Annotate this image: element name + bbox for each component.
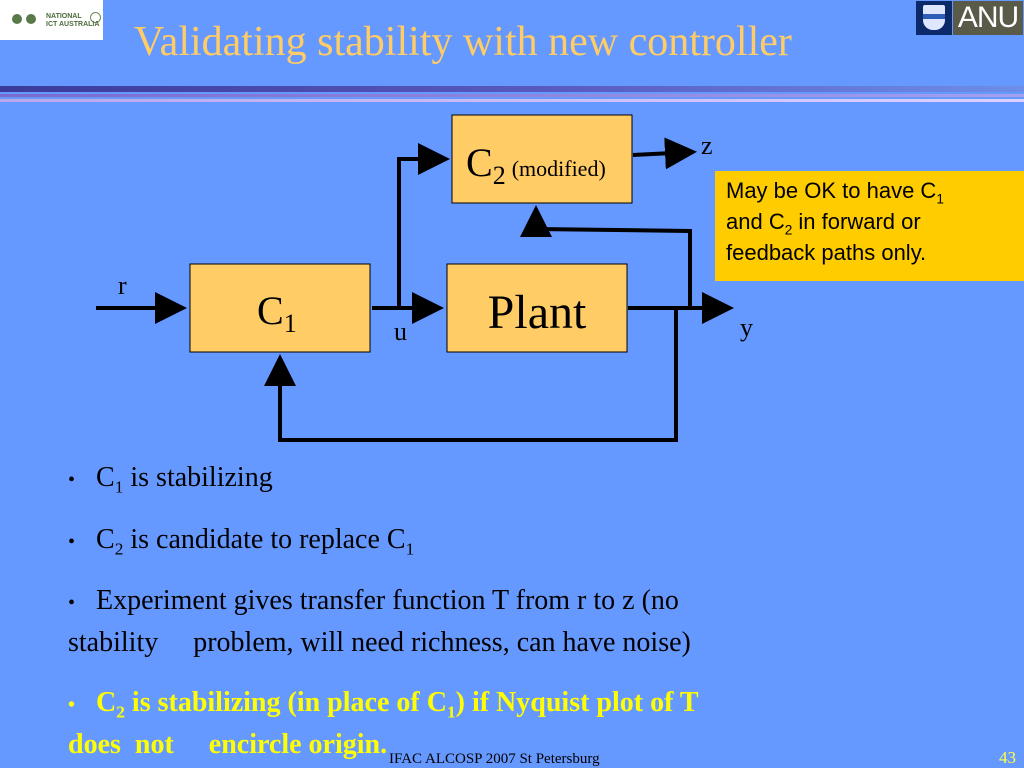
signal-u-label: u	[394, 317, 407, 346]
nicta-ring-icon	[90, 12, 101, 23]
c2-label: C	[466, 140, 493, 185]
title-rule	[0, 94, 1024, 97]
bullet-icon: •	[68, 591, 76, 614]
c2-subscript: 2	[493, 161, 506, 190]
bullet-item-highlight: •C2 is stabilizing (in place of C1) if N…	[68, 683, 699, 765]
c1-label: C	[257, 288, 284, 333]
signal-r-label: r	[118, 271, 127, 300]
note-subscript: 1	[936, 191, 944, 207]
anu-logo-text: ANU	[953, 1, 1023, 35]
note-box: May be OK to have C1 and C2 in forward o…	[715, 171, 1024, 281]
svg-text:C2(modified): C2(modified)	[466, 140, 606, 190]
page-number: 43	[999, 748, 1016, 767]
note-line-2: and C	[726, 209, 785, 234]
footer-text: IFAC ALCOSP 2007 St Petersburg	[389, 751, 600, 767]
bullet-item: •C1 is stabilizing	[68, 457, 273, 501]
nicta-line-1: NATIONAL	[46, 13, 82, 20]
nicta-dot-icon	[12, 14, 22, 24]
arrow-y-to-c2	[520, 205, 692, 308]
arrow-c2-to-z	[632, 137, 697, 170]
nicta-line-2: ICT AUSTRALIA	[46, 21, 100, 28]
note-line-2b: in forward or	[792, 209, 921, 234]
title-rule	[0, 99, 1024, 102]
plant-label: Plant	[488, 286, 587, 339]
nicta-logo: NATIONAL ICT AUSTRALIA	[0, 0, 103, 40]
svg-text:C1: C1	[257, 288, 297, 338]
plant-block	[446, 263, 628, 353]
nicta-dot-icon	[26, 14, 36, 24]
slide-title: Validating stability with new controller	[134, 19, 792, 65]
c1-block	[189, 263, 371, 353]
c2-block	[451, 114, 633, 204]
c2-modified-label: (modified)	[512, 156, 606, 181]
bullet-icon: •	[68, 468, 76, 491]
bullet-icon: •	[68, 693, 76, 716]
note-subscript: 2	[784, 222, 793, 238]
c1-subscript: 1	[284, 309, 297, 338]
bullet-item: •C2 is candidate to replace C1	[68, 519, 414, 563]
signal-y-label: y	[740, 313, 753, 342]
title-rule	[0, 86, 1024, 92]
arrow-u-to-c2	[397, 143, 450, 308]
bullet-icon: •	[68, 530, 76, 553]
bullet-item: •Experiment gives transfer function T fr…	[68, 581, 691, 663]
anu-crest-icon	[916, 1, 952, 35]
arrow-feedback-to-c1	[264, 308, 678, 442]
note-line-1: May be OK to have C	[726, 178, 937, 203]
note-line-3: feedback paths only.	[726, 240, 927, 265]
signal-z-label: z	[701, 131, 713, 160]
